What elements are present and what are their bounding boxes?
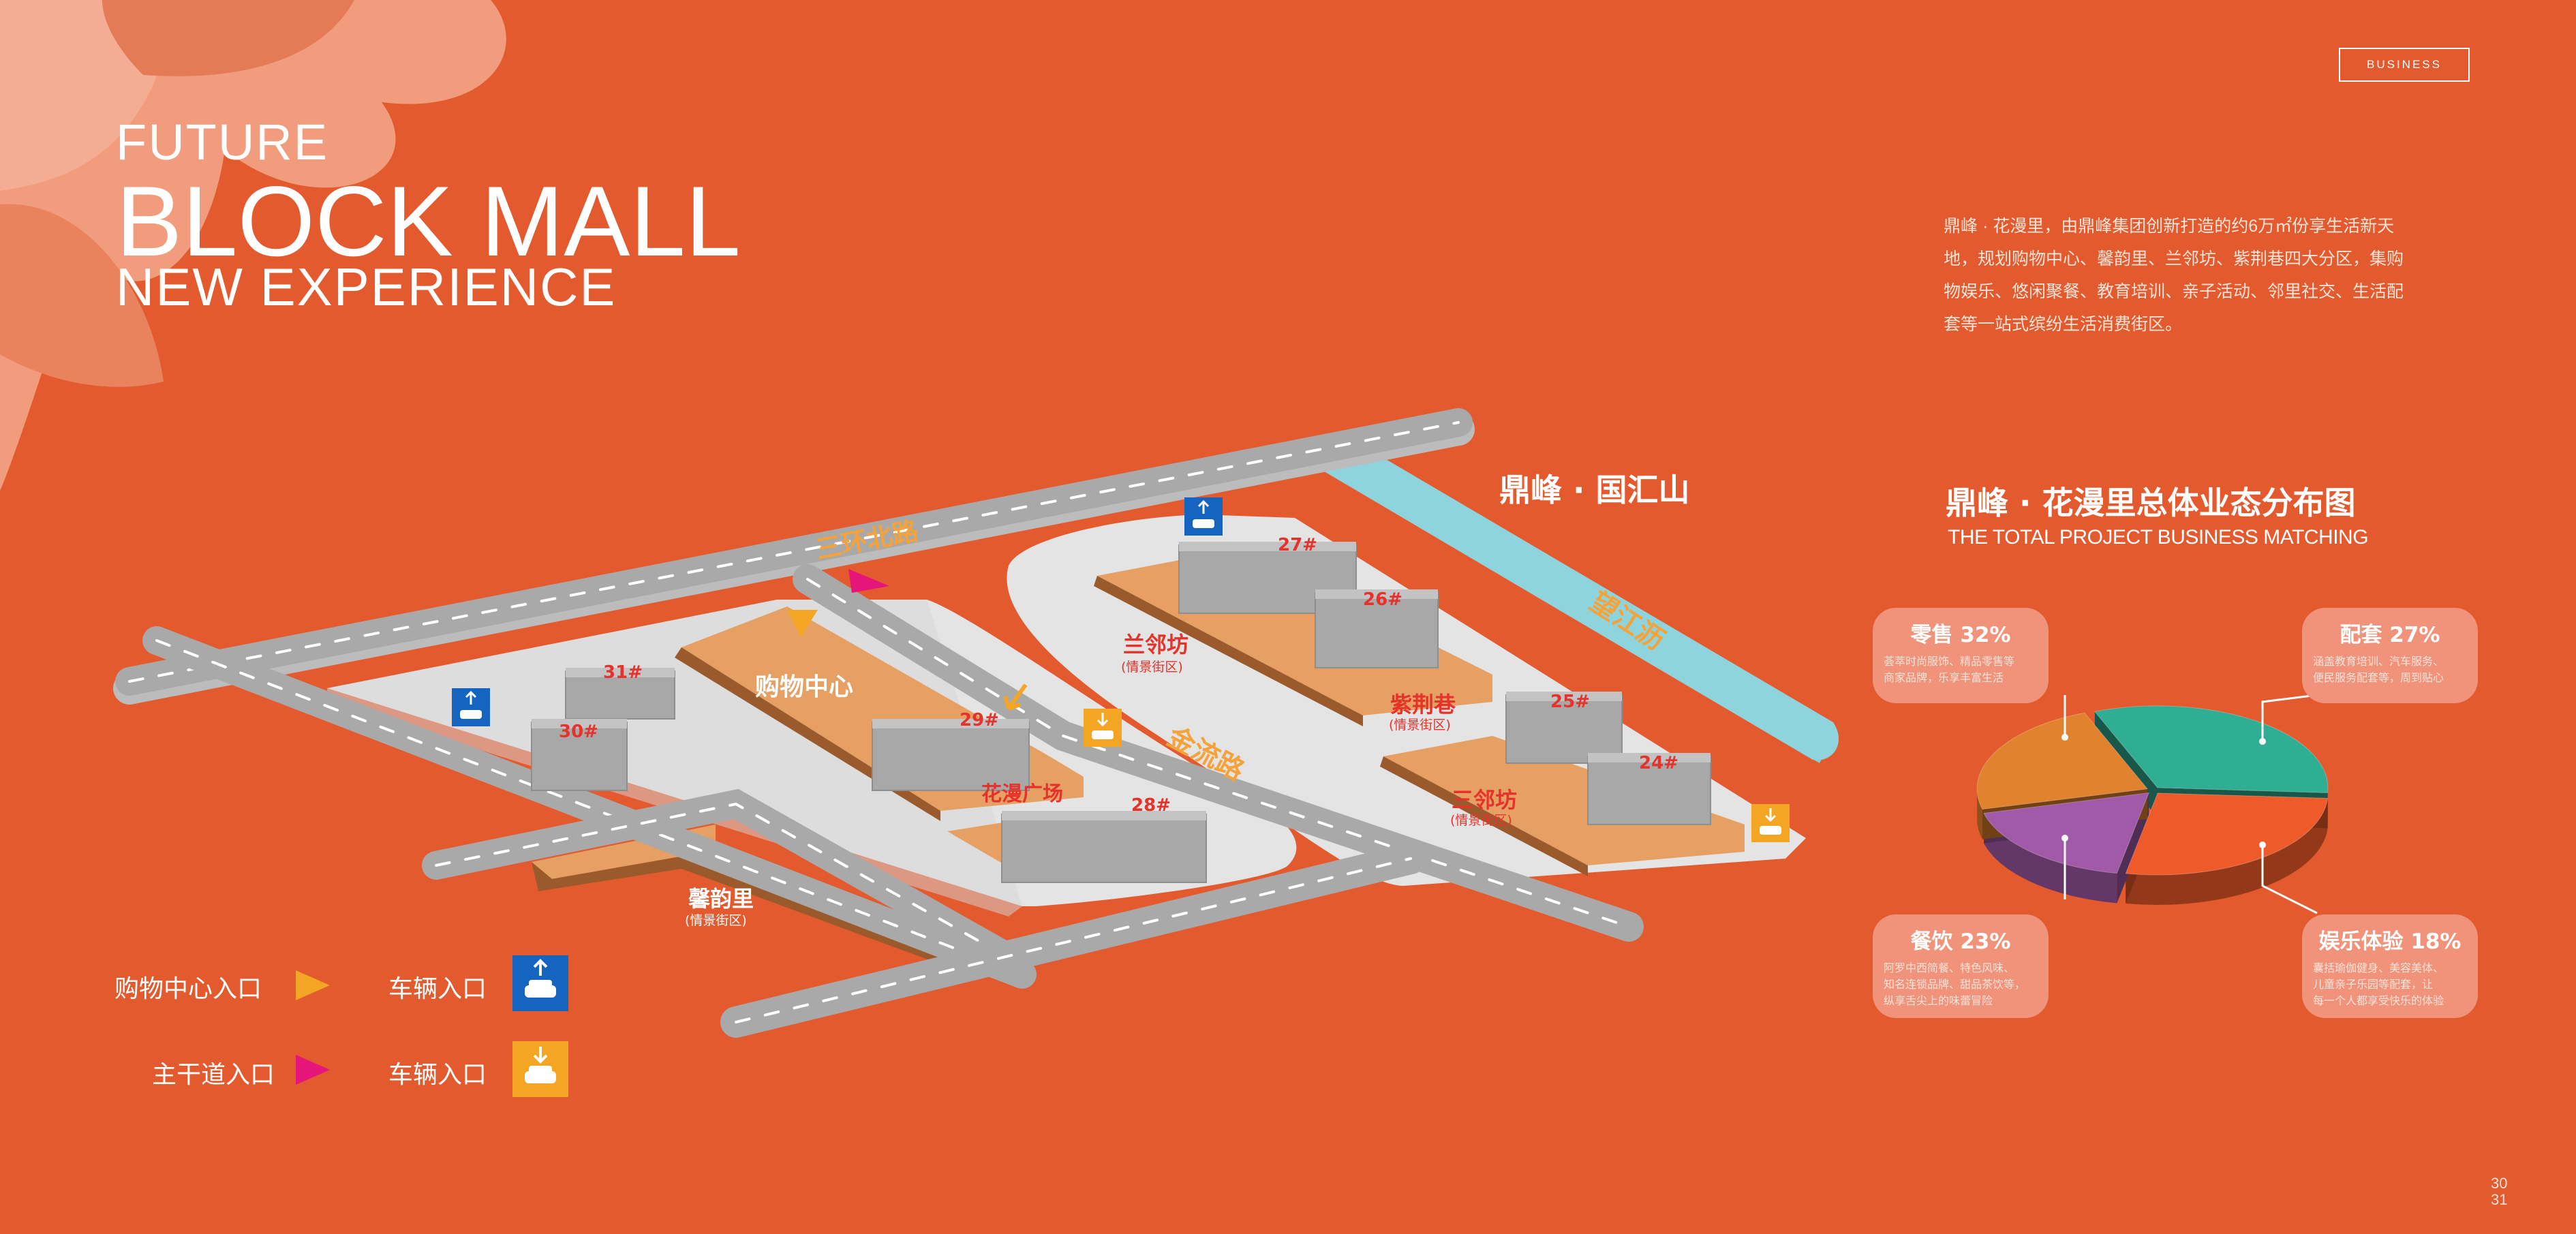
main-road-entrance-marker (848, 569, 889, 593)
car-in-marker (452, 688, 490, 726)
building-number: 27# (1278, 535, 1317, 555)
river (1322, 450, 1839, 763)
legend-mall-entrance-label: 购物中心入口 (114, 975, 262, 1003)
desc-line: 商家品牌，乐享丰富生活 (1884, 671, 2004, 684)
car-out-marker (1084, 709, 1122, 747)
car-in-icon (512, 955, 568, 1011)
desc-line: 纵享舌尖上的味蕾冒险 (1884, 994, 1993, 1007)
pie-slice (1983, 792, 2149, 874)
pie-title-cn: 鼎峰 · 花漫里总体业态分布图 (1946, 484, 2356, 521)
street-note: (情景街区) (1450, 813, 1512, 828)
desc-line: 儿童亲子乐园等配套，让 (2313, 978, 2434, 991)
zone-label-sanlinfang: 三邻坊 (1452, 787, 1517, 813)
category-box-entertainment: 娱乐体验 18% 囊括瑜伽健身、美容美体、 儿童亲子乐园等配套，让 每一个人都享… (2302, 914, 2478, 1018)
intro-line: 套等一站式缤纷生活消费街区。 (1944, 315, 2183, 334)
business-badge: BUSINESS (2339, 48, 2470, 82)
category-box-dining: 餐饮 23% 阿罗中西简餐、特色风味、 知名连锁品牌、甜品茶饮等， 纵享舌尖上的… (1873, 914, 2049, 1018)
building-number: 26# (1363, 589, 1402, 610)
street-note: (情景街区) (1121, 660, 1183, 675)
hero-line-2: BLOCK MALL (116, 166, 741, 277)
buildings (531, 542, 1711, 883)
desc-line: 荟萃时尚服饰、精品零售等 (1884, 655, 2015, 668)
building-number: 31# (603, 662, 643, 683)
page-number: 31 (2491, 1191, 2508, 1208)
mall-entrance-marker (787, 610, 818, 637)
pie-connectors (2061, 694, 2318, 914)
category-label: 娱乐体验 18% (2318, 929, 2462, 954)
hero-line-3: NEW EXPERIENCE (116, 257, 617, 317)
category-desc: 荟萃时尚服饰、精品零售等 商家品牌，乐享丰富生活 (1884, 653, 2038, 686)
category-desc: 涵盖教育培训、汽车服务、 便民服务配套等，周到贴心 (2313, 653, 2467, 686)
page-numbers: 30 31 (2491, 1175, 2507, 1208)
petal-decoration (0, 0, 506, 491)
category-desc: 囊括瑜伽健身、美容美体、 儿童亲子乐园等配套，让 每一个人都享受快乐的体验 (2313, 960, 2467, 1009)
building-number: 25# (1550, 692, 1590, 712)
pie-slice-side (1984, 813, 2117, 904)
category-box-support: 配套 27% 涵盖教育培训、汽车服务、 便民服务配套等，周到贴心 (2302, 608, 2478, 703)
desc-line: 囊括瑜伽健身、美容美体、 (2313, 961, 2444, 974)
pie-slice-side (2126, 798, 2328, 905)
building-number: 30# (559, 722, 598, 742)
intro-paragraph: 鼎峰 · 花漫里，由鼎峰集团创新打造的约6万㎡份享生活新天 地，规划购物中心、馨… (1944, 210, 2434, 341)
legend-main-road-entrance-label: 主干道入口 (152, 1061, 275, 1089)
pie-slice (2094, 705, 2329, 794)
pie-chart (1976, 705, 2329, 905)
building-number: 28# (1131, 795, 1171, 816)
category-desc: 阿罗中西简餐、特色风味、 知名连锁品牌、甜品茶饮等， 纵享舌尖上的味蕾冒险 (1884, 960, 2038, 1009)
desc-line: 知名连锁品牌、甜品茶饮等， (1884, 978, 2026, 991)
zone-label-lanlinfang: 兰邻坊 (1123, 632, 1189, 658)
category-box-retail: 零售 32% 荟萃时尚服饰、精品零售等 商家品牌，乐享丰富生活 (1873, 608, 2049, 703)
zone-label-xinyunli: 馨韵里 (688, 886, 754, 912)
mall-entrance-icon (296, 970, 330, 1000)
street-note: (情景街区) (685, 913, 747, 928)
desc-line: 涵盖教育培训、汽车服务、 (2313, 655, 2444, 668)
site-map: 31# 30# 29# 28# 27# 26# 25# 24# 三环北路 金流路… (113, 408, 1839, 1038)
roads (113, 408, 1644, 1038)
intro-line: 鼎峰 · 花漫里，由鼎峰集团创新打造的约6万㎡份享生活新天 (1944, 217, 2395, 236)
street-note: (情景街区) (1389, 718, 1451, 732)
zone-label-mall: 购物中心 (755, 673, 853, 701)
category-label: 配套 27% (2340, 623, 2440, 647)
page-number: 30 (2491, 1175, 2508, 1192)
pie-slice (1976, 712, 2149, 810)
category-label: 零售 32% (1910, 623, 2011, 647)
landmark-label: 鼎峰 · 国汇山 (1499, 472, 1690, 508)
entrance-arrow (1003, 683, 1028, 711)
desc-line: 便民服务配套等，周到贴心 (2313, 671, 2444, 684)
category-label: 餐饮 23% (1910, 929, 2011, 954)
car-out-marker (1751, 804, 1790, 842)
pie-tops (1976, 705, 2329, 876)
pie-title-en: THE TOTAL PROJECT BUSINESS MATCHING (1948, 526, 2369, 549)
zone-label-plaza: 花漫广场 (981, 782, 1063, 806)
hero-line-1: FUTURE (116, 114, 329, 170)
legend-vehicle-in-label: 车辆入口 (388, 975, 487, 1003)
desc-line: 每一个人都享受快乐的体验 (2313, 994, 2444, 1007)
intro-line: 物娱乐、悠闲聚餐、教育培训、亲子活动、邻里社交、生活配 (1944, 282, 2404, 301)
building-number: 29# (960, 710, 999, 730)
building-number: 24# (1639, 753, 1678, 773)
pie-slice-side (1977, 788, 1982, 839)
car-out-icon (512, 1041, 568, 1097)
legend-vehicle-out-label: 车辆入口 (388, 1061, 487, 1089)
intro-line: 地，规划购物中心、馨韵里、兰邻坊、紫荆巷四大分区，集购 (1944, 249, 2404, 268)
desc-line: 阿罗中西简餐、特色风味、 (1884, 961, 2015, 974)
zone-label-zijingxiang: 紫荆巷 (1390, 692, 1456, 718)
car-in-marker (1184, 497, 1223, 536)
main-road-entrance-icon (296, 1055, 330, 1085)
